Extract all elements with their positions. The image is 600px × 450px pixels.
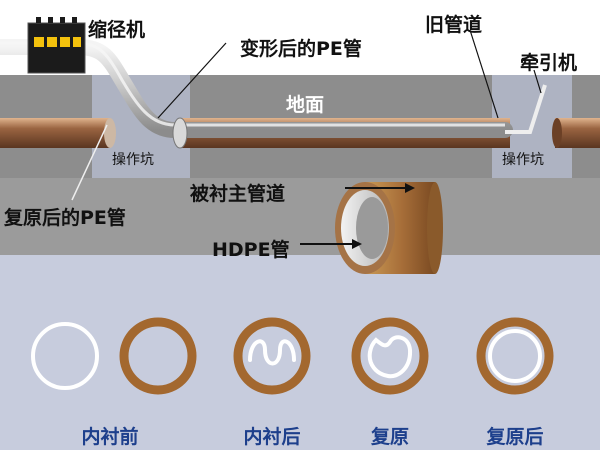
label-traction-machine: 牵引机 [520, 52, 578, 74]
stage-label-after-lining: 内衬后 [243, 426, 301, 448]
shrink-machine [27, 22, 86, 74]
old-pipe-right-end [552, 118, 562, 148]
shrink-machine-light [34, 37, 44, 47]
shrink-machine-top-notch [72, 17, 77, 23]
leader-old-pipe [469, 29, 499, 119]
shrink-machine-top-notch [36, 17, 41, 23]
old-pipe-left-end [104, 118, 116, 148]
leader-restored-pe [71, 124, 108, 201]
ring-restored-outer [476, 317, 554, 395]
arrow-head [405, 183, 415, 193]
shrink-machine-light [60, 37, 70, 47]
ring-pe-before [31, 322, 99, 390]
hdpe-pipe-inner [356, 197, 388, 259]
shrink-machine-light [73, 37, 81, 47]
shrink-machine-top-notch [48, 17, 53, 23]
arrow-head [352, 239, 362, 249]
label-deformed-pe: 变形后的PE管 [240, 38, 362, 60]
soil-lower [0, 178, 600, 255]
deformed-pe-pipe-highlight [0, 41, 505, 127]
ring-before-outer [119, 317, 197, 395]
ring-after-inner-folded [248, 339, 296, 366]
lined-main-pipe-back [427, 182, 443, 274]
stage-label-restored: 复原后 [486, 426, 544, 448]
leader-deformed-pe [157, 42, 227, 119]
ring-restore-inner [367, 335, 413, 379]
label-pit-right: 操作坑 [502, 152, 544, 168]
traction-cable [505, 84, 547, 134]
shrink-machine-light [47, 37, 57, 47]
old-pipe-left [0, 118, 110, 148]
old-pipe-right [555, 118, 600, 148]
label-shrink-machine: 缩径机 [88, 19, 146, 41]
ring-after-outer [233, 317, 311, 395]
shrink-machine-top-notch [60, 17, 65, 23]
bottom-panel [0, 255, 600, 450]
stage-label-restoring: 复原 [370, 426, 409, 448]
ring-restored-inner [488, 329, 542, 383]
leader-traction [533, 69, 542, 94]
label-restored-pe: 复原后的PE管 [4, 207, 126, 229]
label-hdpe-pipe: HDPE管 [212, 239, 290, 261]
ring-restore-outer [351, 317, 429, 395]
label-old-pipe: 旧管道 [425, 14, 483, 36]
pipe-opening [172, 117, 188, 149]
label-ground: 地面 [286, 94, 325, 116]
label-lined-main-pipe: 被衬主管道 [190, 183, 286, 205]
stage-label-before-lining: 内衬前 [81, 426, 139, 448]
label-pit-left: 操作坑 [112, 152, 154, 168]
